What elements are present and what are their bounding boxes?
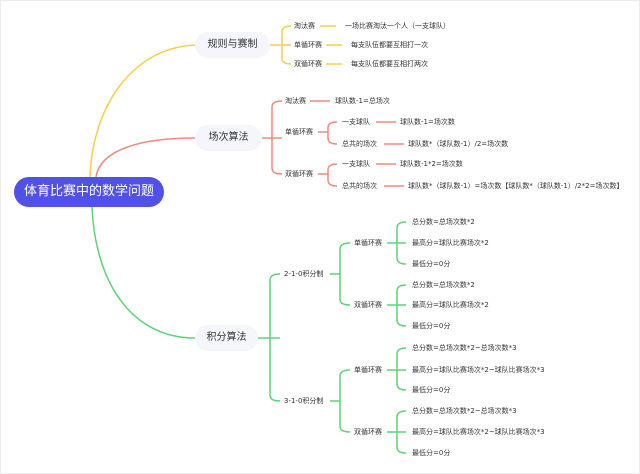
match-connectors xyxy=(262,100,404,187)
score-310-double-rr[interactable]: 双循环赛 xyxy=(354,428,382,436)
match-double-rr[interactable]: 双循环赛 xyxy=(285,170,313,178)
match-knockout[interactable]: 淘汰赛 xyxy=(285,97,306,105)
match-double-total[interactable]: 总共的场次 xyxy=(342,182,377,190)
score-connectors xyxy=(258,221,407,454)
rules-connectors xyxy=(270,25,342,65)
score-310-single-max[interactable]: 最高分=球队比赛场次*2~球队比赛场次*3 xyxy=(412,366,545,374)
score-210-single-max[interactable]: 最高分=球队比赛场次*2 xyxy=(412,239,489,247)
link-root-match xyxy=(95,137,196,178)
match-double-one-team[interactable]: 一支球队 xyxy=(342,160,370,168)
match-knockout-detail[interactable]: 球队数-1=总场次 xyxy=(335,97,390,105)
score-310-double-total[interactable]: 总分数=总场次数*2~总场次数*3 xyxy=(412,407,517,415)
score-210-single-total[interactable]: 总分数=总场次数*2 xyxy=(412,218,475,226)
rules-single-rr[interactable]: 单循环赛 xyxy=(294,41,322,49)
match-double-one-team-detail[interactable]: 球队数-1*2=场次数 xyxy=(400,160,463,168)
score-310-single-total[interactable]: 总分数=总场次数*2~总场次数*3 xyxy=(412,344,517,352)
match-double-total-detail[interactable]: 球队数*（球队数-1）=场次数【球队数*（球队数-1）/2*2=场次数】 xyxy=(408,182,624,190)
rules-knockout-detail[interactable]: 一场比赛淘汰一个人（一支球队） xyxy=(345,22,450,30)
link-root-score xyxy=(91,206,196,339)
score-310-system[interactable]: 3-1-0积分制 xyxy=(284,397,324,405)
link-root-rules xyxy=(89,44,196,178)
score-210-double-max[interactable]: 最高分=球队比赛场次*2 xyxy=(412,301,489,309)
root-topic[interactable]: 体育比赛中的数学问题 xyxy=(14,177,164,207)
score-310-double-max[interactable]: 最高分=球队比赛场次*2~球队比赛场次*3 xyxy=(412,428,545,436)
score-310-single-rr[interactable]: 单循环赛 xyxy=(354,366,382,374)
score-210-system[interactable]: 2-1-0积分制 xyxy=(284,270,324,278)
score-210-double-min[interactable]: 最低分=0分 xyxy=(412,322,451,330)
branch-match-count[interactable]: 场次算法 xyxy=(195,125,262,151)
rules-double-rr-detail[interactable]: 每支队伍都要互相打两次 xyxy=(351,60,428,68)
rules-single-rr-detail[interactable]: 每支队伍都要互相打一次 xyxy=(351,41,428,49)
score-310-double-min[interactable]: 最低分=0分 xyxy=(412,449,451,457)
match-single-total[interactable]: 总共的场次 xyxy=(342,140,377,148)
score-210-single-min[interactable]: 最低分=0分 xyxy=(412,260,451,268)
match-single-one-team-detail[interactable]: 球队数-1=场次数 xyxy=(400,118,455,126)
match-single-rr[interactable]: 单循环赛 xyxy=(285,128,313,136)
match-single-one-team[interactable]: 一支球队 xyxy=(342,118,370,126)
branch-scoring[interactable]: 积分算法 xyxy=(195,325,258,351)
match-single-total-detail[interactable]: 球队数*（球队数-1）/2=场次数 xyxy=(408,140,509,148)
score-210-single-rr[interactable]: 单循环赛 xyxy=(354,239,382,247)
score-310-single-min[interactable]: 最低分=0分 xyxy=(412,386,451,394)
branch-rules[interactable]: 规则与赛制 xyxy=(195,32,270,58)
rules-knockout[interactable]: 淘汰赛 xyxy=(294,22,315,30)
score-210-double-total[interactable]: 总分数=总场次数*2 xyxy=(412,281,475,289)
score-210-double-rr[interactable]: 双循环赛 xyxy=(354,301,382,309)
rules-double-rr[interactable]: 双循环赛 xyxy=(294,60,322,68)
